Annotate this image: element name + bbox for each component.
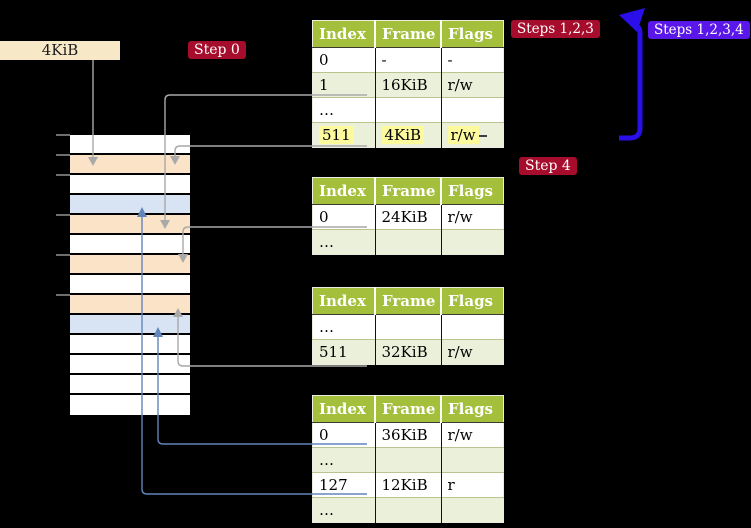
column-header-frame: Frame: [375, 287, 442, 315]
cell: [375, 97, 442, 123]
cell: [441, 447, 504, 473]
memory-frame-white: [70, 395, 190, 415]
memory-frame-blue: [70, 315, 190, 335]
memory-column: [70, 135, 190, 415]
column-header-index: Index: [312, 287, 376, 315]
memory-frame-white: [70, 275, 190, 295]
cell: 32KiB: [375, 339, 442, 365]
cell: [375, 229, 442, 255]
memory-tick-marks: [56, 134, 70, 296]
cell: …: [312, 97, 376, 123]
memory-frame-white: [70, 235, 190, 255]
cell: 127: [312, 472, 376, 498]
cell: [375, 314, 442, 340]
step4-badge: Step 4: [519, 157, 577, 175]
memory-frame-orange: [70, 295, 190, 315]
cell: …: [312, 314, 376, 340]
cell: 0: [312, 422, 376, 448]
memory-frame-orange: [70, 155, 190, 175]
cell: [375, 447, 442, 473]
table-row: …: [312, 97, 504, 123]
cell: -: [375, 47, 442, 73]
cell: r: [441, 472, 504, 498]
cell: [441, 314, 504, 340]
steps123-badge: Steps 1,2,3: [511, 20, 600, 38]
column-header-frame: Frame: [375, 20, 442, 48]
table-row: …: [312, 447, 504, 473]
table-row: 0--: [312, 47, 504, 73]
cell: [441, 497, 504, 523]
table-row: 511 4KiB r/w: [312, 122, 504, 148]
column-header-index: Index: [312, 395, 376, 423]
cell: 0: [312, 47, 376, 73]
column-header-index: Index: [312, 20, 376, 48]
column-header-flags: Flags: [441, 177, 504, 205]
highlighted-value: 511: [319, 126, 354, 144]
frame-size-label: 4KiB: [0, 41, 120, 60]
cell: 16KiB: [375, 72, 442, 98]
table-row: …: [312, 229, 504, 255]
table-row: …: [312, 497, 504, 523]
cell: 511: [312, 339, 376, 365]
step0-badge: Step 0: [188, 41, 246, 59]
highlighted-value: 4KiB: [381, 126, 425, 144]
cell: r/w: [441, 339, 504, 365]
column-header-flags: Flags: [441, 20, 504, 48]
cell: …: [312, 229, 376, 255]
recursive-loop-arrow-icon: [619, 8, 645, 141]
memory-frame-white: [70, 375, 190, 395]
column-header-frame: Frame: [375, 177, 442, 205]
cell: r/w: [441, 122, 504, 148]
cell: -: [441, 47, 504, 73]
cell: …: [312, 447, 376, 473]
cell: 24KiB: [375, 204, 442, 230]
cell: 1: [312, 72, 376, 98]
cell: r/w: [441, 72, 504, 98]
memory-frame-orange: [70, 215, 190, 235]
column-header-flags: Flags: [441, 287, 504, 315]
column-header-frame: Frame: [375, 395, 442, 423]
memory-frame-blue: [70, 195, 190, 215]
memory-frame-white: [70, 175, 190, 195]
column-header-index: Index: [312, 177, 376, 205]
cell: 511: [312, 122, 376, 148]
table-row: …: [312, 314, 504, 340]
cell: 4KiB: [375, 122, 442, 148]
cell: r/w: [441, 422, 504, 448]
cell: 0: [312, 204, 376, 230]
cell: [375, 497, 442, 523]
steps1234-badge: Steps 1,2,3,4: [648, 21, 750, 39]
cell: …: [312, 497, 376, 523]
cell: [441, 97, 504, 123]
memory-frame-white: [70, 335, 190, 355]
column-header-flags: Flags: [441, 395, 504, 423]
cell: [441, 229, 504, 255]
memory-frame-white: [70, 355, 190, 375]
cell: r/w: [441, 204, 504, 230]
arrow-table1-entry511-to-frame-4kib-icon: [170, 145, 367, 165]
memory-frame-white: [70, 135, 190, 155]
highlighted-value: r/w: [447, 126, 479, 144]
memory-frame-orange: [70, 255, 190, 275]
cell: 12KiB: [375, 472, 442, 498]
cell: 36KiB: [375, 422, 442, 448]
